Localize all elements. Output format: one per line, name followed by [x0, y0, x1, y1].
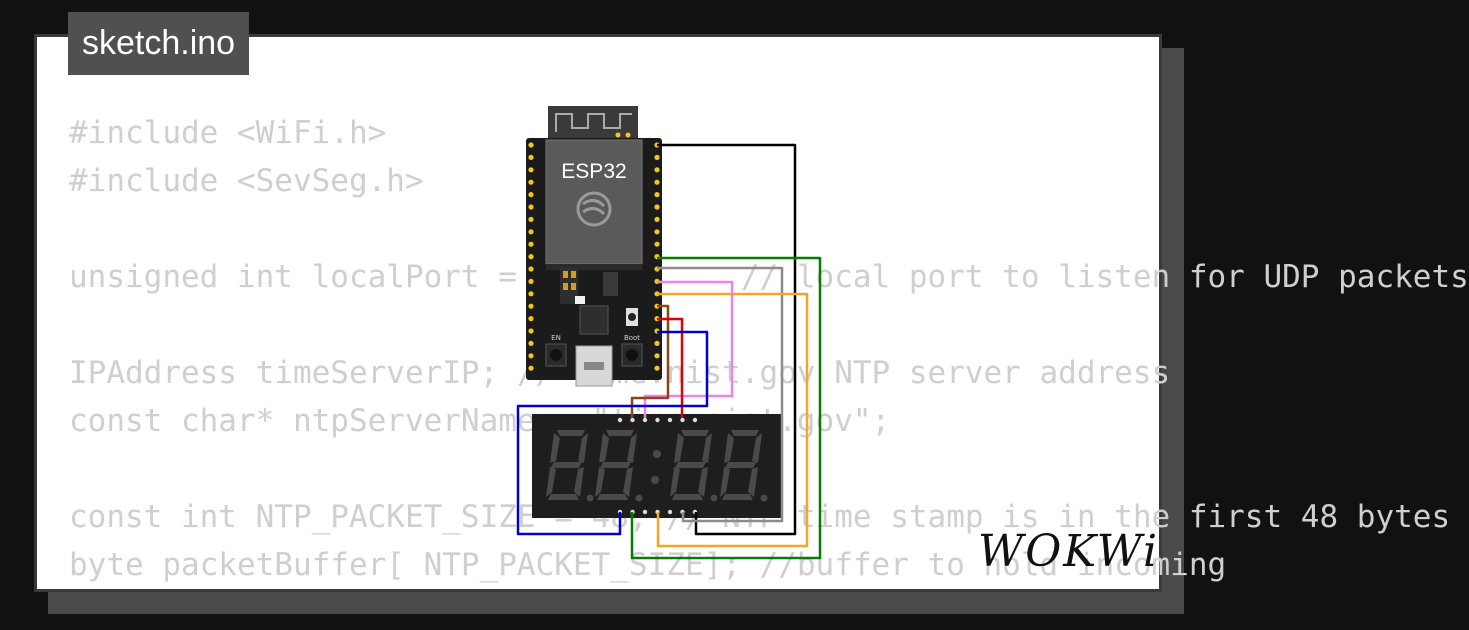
pin-dot	[630, 417, 635, 423]
display-digit	[546, 430, 594, 502]
pin-dot	[528, 266, 534, 272]
pin-dot	[617, 417, 623, 423]
pin-dot	[528, 179, 534, 185]
display-digit	[595, 430, 643, 502]
en-button-label: EN	[551, 334, 561, 342]
board-name: ESP32	[561, 160, 626, 183]
wire-green	[630, 256, 822, 560]
pin-dot	[692, 417, 698, 423]
esp32-board[interactable]: ESP32 EN Boot	[526, 138, 662, 387]
pin-dot	[667, 509, 673, 515]
boot-button-label: Boot	[624, 334, 640, 342]
wire-brown	[630, 304, 670, 418]
pin-dot	[528, 241, 534, 247]
pin-dot	[654, 241, 660, 247]
pin-dot	[528, 316, 534, 322]
pin-dot	[528, 216, 534, 222]
pin-dot	[654, 154, 660, 160]
boot-button[interactable]: Boot	[621, 334, 643, 367]
pin-dot	[528, 278, 534, 284]
wire-violet	[643, 280, 734, 418]
pin-dot	[654, 179, 660, 185]
pin-dot	[655, 417, 660, 423]
usb-port	[575, 345, 613, 387]
pin-dot	[528, 291, 534, 297]
pin-dot	[654, 353, 660, 359]
wires	[516, 143, 822, 560]
code-line: IPAddress timeServerIP; // time.nist.gov…	[69, 355, 1171, 391]
code-line: const int NTP_PACKET_SIZE = 48; // NTP t…	[69, 499, 1451, 535]
display-digits	[546, 430, 768, 502]
pin-dot	[528, 254, 534, 260]
pin-dot	[528, 229, 534, 235]
pin-dot	[642, 417, 648, 423]
pin-header-left	[528, 142, 534, 371]
pin-dot	[654, 192, 660, 198]
pin-dot	[528, 303, 534, 309]
pin-dot	[667, 417, 673, 423]
seven-segment-display[interactable]	[532, 414, 782, 518]
file-tab[interactable]: sketch.ino	[68, 12, 250, 75]
circuit-diagram: ESP32 EN Boot	[516, 106, 822, 560]
wire-black	[657, 143, 797, 536]
pin-dot	[528, 204, 534, 210]
code-line: #include <WiFi.h>	[69, 115, 387, 151]
pin-dot	[528, 353, 534, 359]
espressif-logo-icon	[576, 191, 612, 227]
pin-dot	[528, 142, 534, 148]
wire-blue	[516, 330, 709, 536]
code-line: byte packetBuffer[ NTP_PACKET_SIZE]; //b…	[69, 547, 1227, 583]
pin-dot	[642, 509, 648, 515]
display-pins	[617, 417, 698, 515]
pin-dot	[654, 340, 660, 346]
display-digit	[670, 430, 718, 502]
pin-dot	[528, 167, 534, 173]
pin-dot	[528, 340, 534, 346]
pin-dot	[528, 154, 534, 160]
pin-dot	[654, 216, 660, 222]
code-editor: #include <WiFi.h>#include <SevSeg.h>unsi…	[69, 109, 1469, 589]
pin-dot	[654, 167, 660, 173]
pin-dot	[528, 365, 534, 371]
pin-dot	[654, 204, 660, 210]
pin-dot	[680, 417, 685, 423]
wire-orange	[656, 292, 809, 548]
wire-red	[657, 317, 684, 418]
display-digit	[720, 430, 768, 502]
pin-dot	[528, 192, 534, 198]
pin-dot	[654, 229, 660, 235]
en-button[interactable]: EN	[545, 334, 567, 367]
code-line: #include <SevSeg.h>	[69, 163, 424, 199]
pin-dot	[528, 328, 534, 334]
pin-dot	[654, 365, 660, 371]
display-colon	[651, 450, 661, 484]
wokwi-logo: WOKWi	[978, 526, 1160, 577]
wifi-antenna	[548, 106, 638, 140]
wire-gray	[657, 266, 784, 523]
